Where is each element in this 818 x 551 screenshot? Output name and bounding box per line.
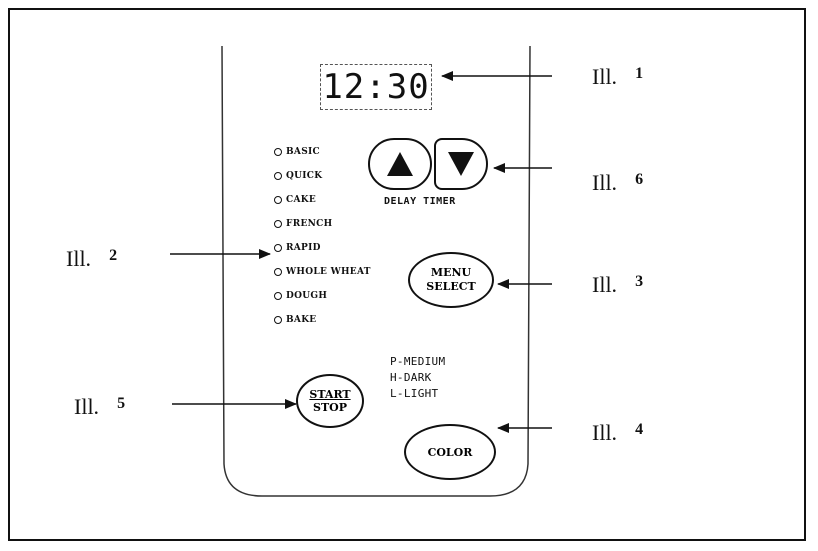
menu-item-rapid: RAPID — [274, 236, 371, 260]
color-option-dark: H-DARK — [390, 371, 432, 384]
menu-select-label-line1: MENU — [430, 266, 472, 279]
callout-ill-1: Ill.1 — [592, 64, 644, 89]
indicator-light-icon — [274, 196, 282, 204]
color-button[interactable]: COLOR — [404, 424, 496, 480]
indicator-light-icon — [274, 292, 282, 300]
delay-timer-down-button[interactable] — [434, 138, 488, 190]
callout-ill-6: Ill.6 — [592, 170, 644, 195]
start-stop-button[interactable]: START STOP — [296, 374, 364, 428]
start-stop-label-line2: STOP — [313, 401, 347, 414]
callout-ill-5: Ill.5 — [74, 394, 126, 419]
indicator-light-icon — [274, 316, 282, 324]
menu-select-button[interactable]: MENU SELECT — [408, 252, 494, 308]
menu-select-label-line2: SELECT — [426, 280, 476, 293]
menu-item-whole-wheat: WHOLE WHEAT — [274, 260, 371, 284]
menu-item-dough: DOUGH — [274, 284, 371, 308]
callout-ill-3: Ill.3 — [592, 272, 644, 297]
color-option-medium: P-MEDIUM — [390, 355, 446, 368]
indicator-light-icon — [274, 244, 282, 252]
triangle-up-icon — [387, 152, 413, 176]
figure-border — [8, 8, 806, 541]
menu-list: BASIC QUICK CAKE FRENCH RAPID WHOLE WHEA… — [274, 140, 371, 332]
start-stop-label-line1: START — [309, 388, 351, 401]
delay-timer-label: DELAY TIMER — [384, 196, 456, 207]
indicator-light-icon — [274, 220, 282, 228]
menu-item-cake: CAKE — [274, 188, 371, 212]
delay-timer-up-button[interactable] — [368, 138, 432, 190]
callout-ill-2: Ill.2 — [66, 246, 118, 271]
color-option-light: L-LIGHT — [390, 387, 439, 400]
indicator-light-icon — [274, 148, 282, 156]
menu-item-bake: BAKE — [274, 308, 371, 332]
indicator-light-icon — [274, 172, 282, 180]
callout-ill-4: Ill.4 — [592, 420, 644, 445]
menu-item-quick: QUICK — [274, 164, 371, 188]
time-display: 12:30 — [320, 64, 432, 110]
menu-item-french: FRENCH — [274, 212, 371, 236]
indicator-light-icon — [274, 268, 282, 276]
control-panel-outline — [221, 45, 531, 497]
triangle-down-icon — [448, 152, 474, 176]
color-options: P-MEDIUM H-DARK L-LIGHT — [390, 354, 445, 402]
menu-item-basic: BASIC — [274, 140, 371, 164]
